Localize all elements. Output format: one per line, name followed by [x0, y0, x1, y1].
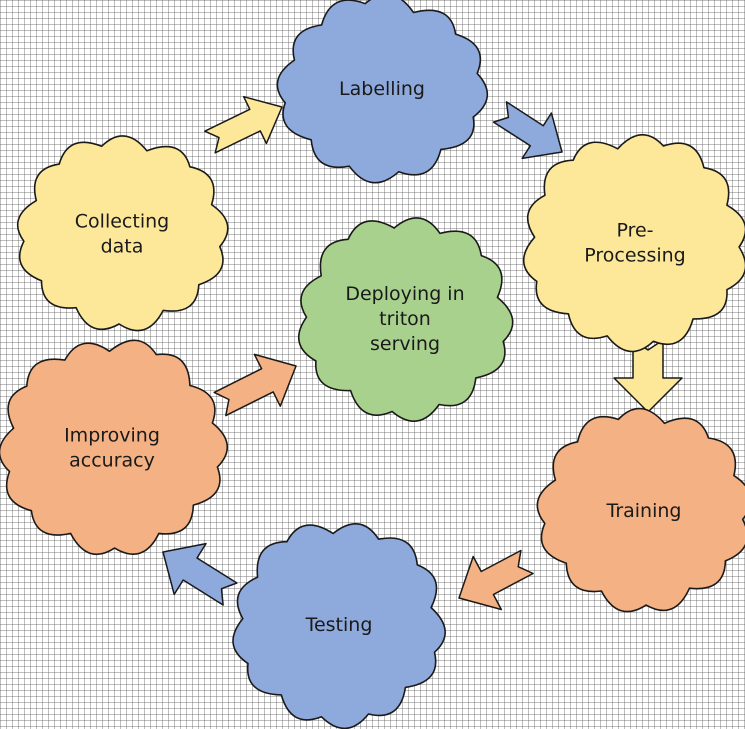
arrow-training-testing — [458, 549, 534, 611]
cloud-shape-improving — [0, 339, 228, 556]
cloud-collecting: Collecting data — [16, 135, 229, 332]
arrow-testing-improving — [162, 542, 238, 606]
cloud-testing: Testing — [232, 523, 446, 729]
cloud-shape-testing — [232, 523, 446, 729]
cloud-labelling: Labelling — [276, 0, 489, 184]
cloud-shape-labelling — [276, 0, 489, 184]
arrows-layer — [162, 95, 683, 611]
cloud-label-testing: Testing — [305, 614, 373, 636]
cloud-deploying: Deploying in triton serving — [297, 217, 514, 422]
cloud-label-improving: accuracy — [69, 450, 155, 472]
cloud-shape-preprocessing — [522, 134, 745, 353]
cloud-label-labelling: Labelling — [339, 78, 425, 100]
cloud-label-deploying: triton — [379, 308, 431, 330]
cloud-training: Training — [536, 407, 745, 613]
cloud-shape-deploying — [297, 217, 514, 422]
cloud-preprocessing: Pre- Processing — [522, 134, 745, 353]
arrow-collecting-labelling — [204, 95, 283, 154]
cloud-label-preprocessing: Processing — [584, 245, 685, 267]
cloud-label-training: Training — [606, 500, 682, 522]
cloud-improving: Improving accuracy — [0, 339, 228, 556]
cloud-label-preprocessing: Pre- — [616, 220, 653, 242]
cloud-label-improving: Improving — [64, 425, 160, 447]
cloud-shape-training — [536, 407, 745, 613]
cloud-label-deploying: serving — [370, 333, 440, 355]
cloud-label-collecting: data — [101, 236, 144, 258]
cloud-label-deploying: Deploying in — [345, 283, 464, 305]
cloud-label-collecting: Collecting — [75, 211, 169, 233]
arrow-improving-deploying — [213, 353, 297, 417]
cloud-shape-collecting — [16, 135, 229, 332]
arrow-labelling-preprocessing — [492, 101, 563, 160]
